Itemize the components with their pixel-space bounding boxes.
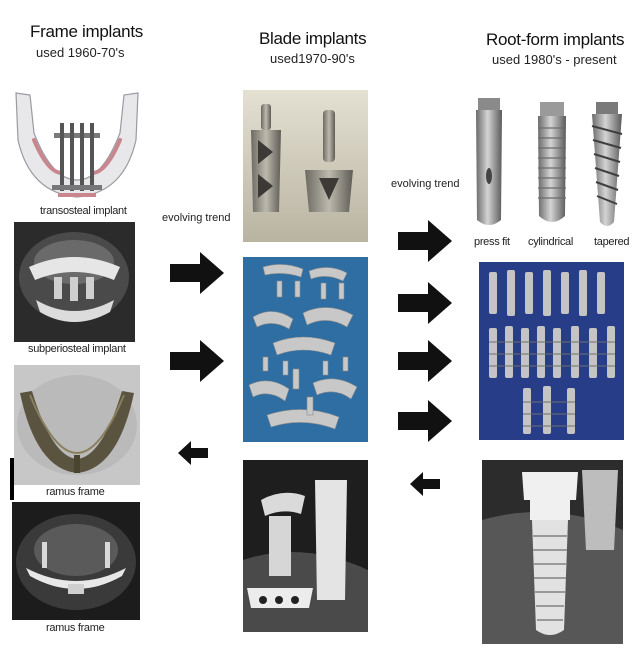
trend-label-left: evolving trend: [162, 212, 231, 224]
blade-column-subtitle: used1970-90's: [270, 51, 355, 66]
arrow-right-icon: [398, 282, 452, 324]
cylindrical-caption: cylindrical: [528, 236, 573, 248]
blade-implants-collection-photo: [243, 257, 368, 442]
ramus-frame-xray-2: [12, 502, 140, 620]
frame-column-title: Frame implants: [30, 22, 143, 41]
arrow-left-icon: [410, 472, 440, 496]
frame-column-subtitle: used 1960-70's: [36, 45, 125, 60]
blade-implants-photo: [243, 90, 368, 242]
blade-column-title: Blade implants: [259, 29, 367, 48]
root-column-subtitle: used 1980's - present: [492, 52, 617, 67]
transosteal-caption: transosteal implant: [40, 205, 127, 217]
arrow-right-icon: [398, 220, 452, 262]
ramus-frame-photo-1: [14, 365, 140, 485]
arrow-right-icon: [398, 340, 452, 382]
arrow-right-icon: [170, 252, 224, 294]
arrow-right-icon: [398, 400, 452, 442]
ramus-frame-caption-1: ramus frame: [46, 486, 105, 498]
subperiosteal-implant-xray: [14, 222, 135, 342]
trend-label-right: evolving trend: [391, 178, 460, 190]
subperiosteal-caption: subperiosteal implant: [28, 343, 126, 355]
tapered-caption: tapered: [594, 236, 630, 248]
root-form-collection-photo: [479, 262, 624, 440]
root-column-title: Root-form implants: [486, 30, 625, 49]
ramus-frame-caption-2: ramus frame: [46, 622, 105, 634]
arrow-right-icon: [170, 340, 224, 382]
arrow-left-icon: [178, 441, 208, 465]
press-fit-caption: press fit: [474, 236, 510, 248]
ramus-frame-edge-mark: [10, 458, 14, 500]
root-form-implant-xray: [482, 460, 623, 644]
root-form-types-photo: [468, 98, 633, 238]
transosteal-implant-illustration: [12, 85, 142, 205]
blade-implant-xray: [243, 460, 368, 632]
